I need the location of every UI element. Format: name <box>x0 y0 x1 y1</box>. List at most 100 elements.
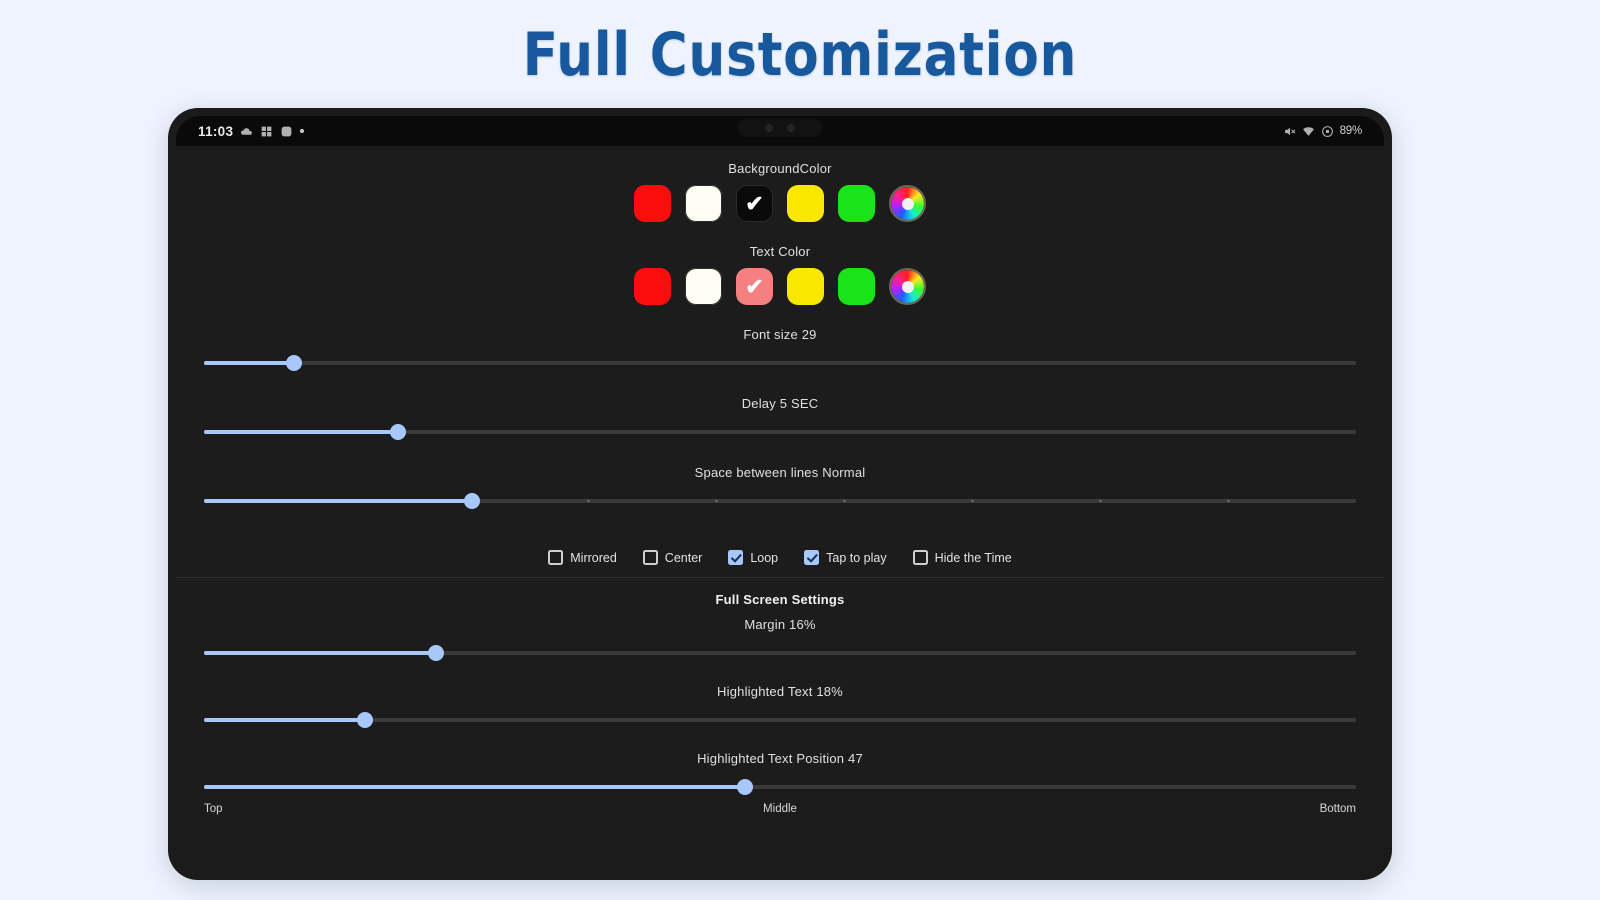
status-bar-left: 11:03 <box>198 123 305 139</box>
slider-thumb-line-space[interactable] <box>464 493 481 509</box>
slider-fill <box>204 651 436 655</box>
checkbox-unchecked-icon[interactable] <box>642 550 658 565</box>
slider-margin[interactable] <box>204 640 1356 666</box>
slider-label-font-size: Font size 29 <box>743 327 817 342</box>
background-color-swatch-green[interactable] <box>838 185 875 222</box>
status-clock: 11:03 <box>198 123 234 139</box>
slider-tick <box>1226 500 1230 502</box>
text-color-swatches: ✔ <box>176 268 1384 305</box>
checkbox-checked-icon[interactable] <box>804 550 820 565</box>
slider-tick <box>842 500 846 502</box>
slider-track[interactable] <box>204 430 1356 434</box>
checkbox-hide-the-time[interactable]: Hide the Time <box>912 550 1012 565</box>
checkbox-mirrored[interactable]: Mirrored <box>548 550 617 565</box>
battery-percent: 89% <box>1339 125 1363 137</box>
check-icon: ✔ <box>745 273 764 299</box>
checkbox-label-tap-to-play: Tap to play <box>826 550 887 565</box>
app-content: BackgroundColor ✔ Text Color ✔ Font size… <box>176 146 1384 872</box>
slider-tick <box>586 500 590 502</box>
background-color-swatches: ✔ <box>176 185 1384 222</box>
slider-track[interactable] <box>204 499 1356 503</box>
slider-label-delay: Delay 5 SEC <box>741 396 819 411</box>
options-checkbox-row: Mirrored Center Loop Tap to play Hide the Ti… <box>176 540 1384 577</box>
checkbox-center[interactable]: Center <box>642 550 703 565</box>
text-color-swatch-color-wheel[interactable] <box>889 268 926 305</box>
checkbox-tap-to-play[interactable]: Tap to play <box>804 550 887 565</box>
sensor-icon <box>787 123 795 132</box>
slider-track[interactable] <box>204 651 1356 655</box>
slider-highlighted-text-position[interactable] <box>204 774 1356 800</box>
app-icon <box>281 126 292 136</box>
checkbox-checked-icon[interactable] <box>728 550 744 565</box>
camera-cutout <box>738 118 822 137</box>
slider-thumb-margin[interactable] <box>427 645 444 661</box>
slider-delay[interactable] <box>204 419 1356 445</box>
checkbox-unchecked-icon[interactable] <box>548 550 564 565</box>
background-color-swatch-color-wheel[interactable] <box>889 185 926 222</box>
dot-icon <box>300 129 305 133</box>
checkbox-label-mirrored: Mirrored <box>570 550 617 565</box>
background-color-swatch-white[interactable] <box>685 185 722 222</box>
checkbox-unchecked-icon[interactable] <box>912 550 928 565</box>
slider-group-main: Font size 29 Delay 5 SEC Space between lin… <box>176 305 1384 514</box>
slider-label-highlighted-text: Highlighted Text 18% <box>717 684 843 699</box>
color-wheel-icon <box>891 187 924 220</box>
checkbox-label-center: Center <box>664 550 703 565</box>
slider-block-font-size: Font size 29 <box>176 327 1384 376</box>
background-color-swatch-black[interactable]: ✔ <box>736 185 773 222</box>
slider-track[interactable] <box>204 361 1356 365</box>
checkbox-label-loop: Loop <box>750 550 779 565</box>
slider-tick <box>714 500 718 502</box>
cloud-icon <box>241 127 253 135</box>
position-axis-labels: Top Middle Bottom <box>204 803 1356 823</box>
slider-label-line-space: Space between lines Normal <box>694 465 866 480</box>
grid-icon <box>261 126 272 136</box>
slider-track[interactable] <box>204 718 1356 722</box>
slider-thumb-delay[interactable] <box>389 424 406 440</box>
checkbox-loop[interactable]: Loop <box>728 550 778 565</box>
slider-thumb-highlighted-text[interactable] <box>357 712 374 728</box>
text-color-swatch-salmon[interactable]: ✔ <box>736 268 773 305</box>
slider-block-margin: Margin 16% <box>176 617 1384 666</box>
axis-label-top: Top <box>204 803 223 815</box>
status-bar: 11:03 89% <box>176 116 1384 146</box>
axis-label-bottom: Bottom <box>1319 803 1356 815</box>
mute-icon <box>1284 127 1295 135</box>
checkbox-label-hide-the-time: Hide the Time <box>934 550 1012 565</box>
text-color-swatch-green[interactable] <box>838 268 875 305</box>
text-color-swatch-white[interactable] <box>685 268 722 305</box>
tablet-screen: 11:03 89% <box>176 116 1384 872</box>
page-title: Full Customization <box>522 20 1078 90</box>
slider-label-margin: Margin 16% <box>744 617 816 632</box>
slider-fill <box>204 430 398 434</box>
color-wheel-icon <box>891 270 924 303</box>
text-color-label: Text Color <box>749 244 811 259</box>
slider-highlighted-text[interactable] <box>204 707 1356 733</box>
check-icon: ✔ <box>745 190 764 216</box>
background-color-swatch-yellow[interactable] <box>787 185 824 222</box>
location-icon <box>1321 125 1333 137</box>
slider-block-highlighted-text-position: Highlighted Text Position 47 <box>176 751 1384 800</box>
wifi-icon <box>1302 126 1314 136</box>
axis-label-middle: Middle <box>763 803 797 815</box>
slider-block-highlighted-text: Highlighted Text 18% <box>176 684 1384 733</box>
background-color-label: BackgroundColor <box>728 161 832 176</box>
full-screen-settings-heading: Full Screen Settings <box>715 592 845 607</box>
slider-label-highlighted-text-position: Highlighted Text Position 47 <box>697 751 863 766</box>
text-color-swatch-yellow[interactable] <box>787 268 824 305</box>
slider-fill <box>204 499 473 503</box>
slider-font-size[interactable] <box>204 350 1356 376</box>
slider-thumb-highlighted-text-position[interactable] <box>737 779 754 795</box>
text-color-swatch-red[interactable] <box>634 268 671 305</box>
background-color-swatch-red[interactable] <box>634 185 671 222</box>
status-bar-right: 89% <box>1283 125 1362 138</box>
slider-thumb-font-size[interactable] <box>285 355 302 371</box>
section-divider <box>176 577 1384 578</box>
slider-block-delay: Delay 5 SEC <box>176 396 1384 445</box>
slider-fill <box>204 785 746 789</box>
slider-track[interactable] <box>204 785 1356 789</box>
slider-line-space[interactable] <box>204 488 1356 514</box>
slider-tick <box>1098 500 1102 502</box>
slider-group-fullscreen: Margin 16% Highlighted Text 18% Highlighte… <box>176 607 1384 800</box>
